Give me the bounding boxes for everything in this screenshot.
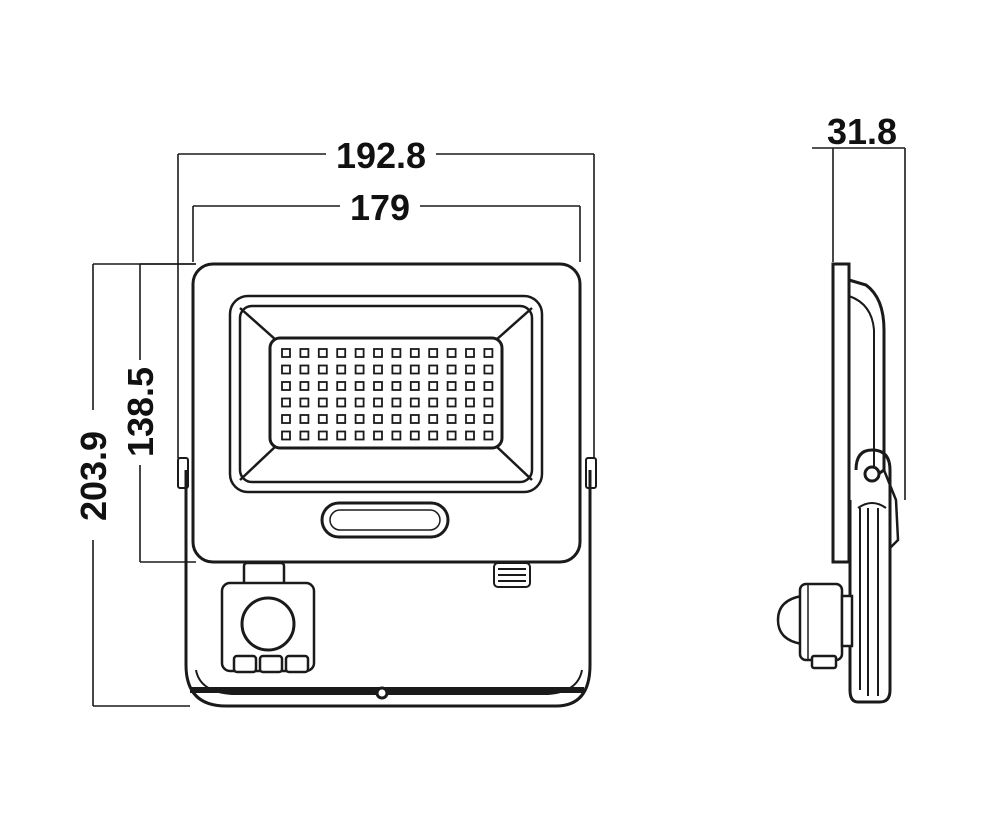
led-chip xyxy=(446,414,457,424)
side-view: 31.8 xyxy=(776,111,906,704)
led-chip xyxy=(281,430,291,441)
led-chip xyxy=(465,348,475,358)
led-chip xyxy=(428,397,439,408)
led-chip xyxy=(336,397,347,408)
led-chip xyxy=(446,381,457,391)
led-chip xyxy=(483,430,494,441)
side-bracket xyxy=(848,448,892,704)
led-chip xyxy=(428,364,439,375)
led-chip xyxy=(317,381,328,391)
led-chip xyxy=(299,348,310,358)
led-chip xyxy=(446,430,457,441)
led-chip xyxy=(483,397,494,408)
led-chip xyxy=(373,414,383,424)
led-chip xyxy=(428,414,439,424)
led-chip xyxy=(317,348,328,358)
led-chip xyxy=(299,397,310,408)
led-chip xyxy=(281,364,291,375)
led-chip xyxy=(373,381,383,391)
led-chip xyxy=(409,381,420,391)
reflector-frame xyxy=(228,294,544,494)
cable-gland xyxy=(493,562,531,588)
led-chip xyxy=(428,430,439,441)
dim-label-panel-height: 138.5 xyxy=(120,367,161,457)
led-chip xyxy=(483,364,494,375)
led-board xyxy=(268,336,504,450)
led-chip xyxy=(409,397,420,408)
front-view: 192.8 179 203.9 138.5 xyxy=(73,135,597,708)
led-chip xyxy=(483,381,494,391)
led-chip xyxy=(391,397,402,408)
led-chip xyxy=(446,348,457,358)
led-chip xyxy=(409,348,420,358)
bottom-vents xyxy=(234,686,492,700)
led-chip xyxy=(465,414,475,424)
side-motion-sensor xyxy=(776,582,854,670)
led-chip xyxy=(391,381,402,391)
dim-label-overall-width: 192.8 xyxy=(336,135,426,176)
led-chip xyxy=(465,397,475,408)
led-chip xyxy=(299,364,310,375)
led-chip xyxy=(446,364,457,375)
led-chip xyxy=(299,414,310,424)
led-chip xyxy=(299,430,310,441)
led-chip xyxy=(354,381,365,391)
led-chip xyxy=(409,430,420,441)
led-chip xyxy=(354,364,365,375)
led-chip xyxy=(391,430,402,441)
led-chip xyxy=(428,348,439,358)
led-chip xyxy=(446,397,457,408)
dim-depth xyxy=(812,147,906,500)
dim-label-depth: 31.8 xyxy=(827,111,897,152)
led-chip xyxy=(336,348,347,358)
led-chip xyxy=(336,381,347,391)
dim-panel-height xyxy=(139,263,196,563)
dim-label-panel-width: 179 xyxy=(350,187,410,228)
led-chip xyxy=(336,364,347,375)
housing xyxy=(191,262,582,564)
motion-sensor xyxy=(220,561,316,674)
led-chip xyxy=(281,348,291,358)
led-chip xyxy=(373,430,383,441)
led-chip xyxy=(465,381,475,391)
led-grid xyxy=(281,348,494,441)
led-chip xyxy=(409,364,420,375)
led-chip xyxy=(391,414,402,424)
led-chip xyxy=(354,430,365,441)
dim-panel-width xyxy=(192,205,581,262)
dim-overall-width xyxy=(177,153,595,458)
led-chip xyxy=(373,364,383,375)
led-chip xyxy=(317,414,328,424)
dim-label-overall-height: 203.9 xyxy=(73,431,114,521)
led-chip xyxy=(354,397,365,408)
led-chip xyxy=(336,414,347,424)
led-chip xyxy=(391,348,402,358)
led-chip xyxy=(354,348,365,358)
side-housing xyxy=(831,262,900,564)
led-chip xyxy=(428,381,439,391)
led-chip xyxy=(373,348,383,358)
led-chip xyxy=(281,397,291,408)
led-chip xyxy=(373,397,383,408)
led-chip xyxy=(299,381,310,391)
led-chip xyxy=(317,397,328,408)
led-chip xyxy=(281,381,291,391)
led-chip xyxy=(317,430,328,441)
led-chip xyxy=(336,430,347,441)
led-chip xyxy=(391,364,402,375)
led-chip xyxy=(317,364,328,375)
logo-slot xyxy=(320,501,450,539)
led-chip xyxy=(281,414,291,424)
led-chip xyxy=(354,414,365,424)
led-chip xyxy=(483,414,494,424)
led-chip xyxy=(483,348,494,358)
led-chip xyxy=(465,364,475,375)
led-chip xyxy=(409,414,420,424)
led-chip xyxy=(465,430,475,441)
